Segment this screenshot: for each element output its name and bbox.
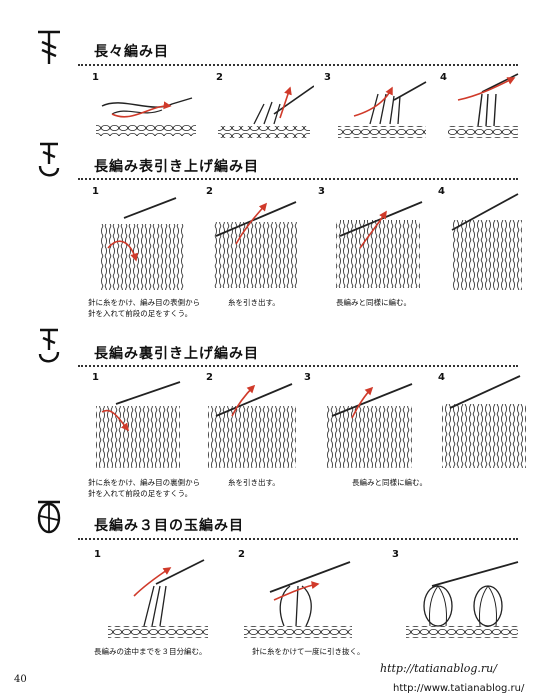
step-illustration — [96, 381, 181, 468]
step-illustration — [208, 383, 296, 468]
step-number: 3 — [304, 372, 311, 383]
back-post-double-crochet-symbol-icon — [38, 328, 60, 363]
step-number: 2 — [206, 186, 213, 197]
step-caption: 針に糸をかけ、編み目の裏側から 針を入れて前段の足をすくう。 — [88, 478, 201, 498]
step-illustration — [108, 559, 208, 638]
step-number: 1 — [94, 549, 101, 560]
step-caption: 針に糸をかけて一度に引き抜く。 — [252, 647, 365, 656]
step-caption: 長編みと同様に編む。 — [352, 478, 427, 487]
step-number: 1 — [92, 72, 99, 83]
step-illustration — [96, 97, 196, 136]
step-number: 2 — [238, 549, 245, 560]
step-caption: 針に糸をかけ、編み目の表側から 針を入れて前段の足をすくう。 — [88, 298, 201, 318]
step-illustration — [244, 561, 352, 638]
step-illustration — [336, 201, 423, 288]
step-caption: 長編みと同様に編む。 — [336, 298, 411, 307]
section-title: 長編み３目の玉編み目 — [94, 518, 244, 534]
divider — [78, 538, 518, 540]
step-caption: 糸を引き出す。 — [228, 478, 280, 487]
step-number: 1 — [92, 186, 99, 197]
section-title: 長々編み目 — [94, 44, 169, 60]
step-illustration — [338, 81, 427, 138]
step-illustration — [451, 193, 522, 290]
step-caption: 糸を引き出す。 — [228, 298, 280, 307]
step-number: 4 — [440, 72, 447, 83]
step-number: 3 — [392, 549, 399, 560]
section-title: 長編み表引き上げ編み目 — [94, 159, 259, 175]
section-title: 長編み裏引き上げ編み目 — [94, 346, 259, 362]
step-number: 1 — [92, 372, 99, 383]
step-caption: 長編みの途中までを３目分編む。 — [94, 647, 207, 656]
double-treble-crochet-symbol-icon — [38, 30, 60, 64]
divider — [78, 365, 518, 367]
source-url[interactable]: http://tatianablog.ru/ — [380, 662, 497, 675]
divider — [78, 64, 518, 66]
step-number: 3 — [318, 186, 325, 197]
front-post-double-crochet-symbol-icon — [38, 142, 60, 177]
step-number: 2 — [206, 372, 213, 383]
step-illustration — [326, 383, 413, 468]
step-illustration — [100, 197, 184, 290]
divider — [78, 178, 518, 180]
page-number: 40 — [14, 674, 27, 685]
step-number: 4 — [438, 186, 445, 197]
three-double-crochet-bobble-symbol-icon — [37, 500, 61, 534]
watermark: http://www.tatianablog.ru/ — [393, 683, 525, 694]
step-number: 2 — [216, 72, 223, 83]
step-illustration — [406, 561, 519, 638]
step-illustration — [448, 73, 519, 138]
step-illustration — [442, 375, 526, 468]
step-illustration — [214, 201, 298, 288]
step-illustration — [218, 85, 314, 138]
step-number: 3 — [324, 72, 331, 83]
step-number: 4 — [438, 372, 445, 383]
